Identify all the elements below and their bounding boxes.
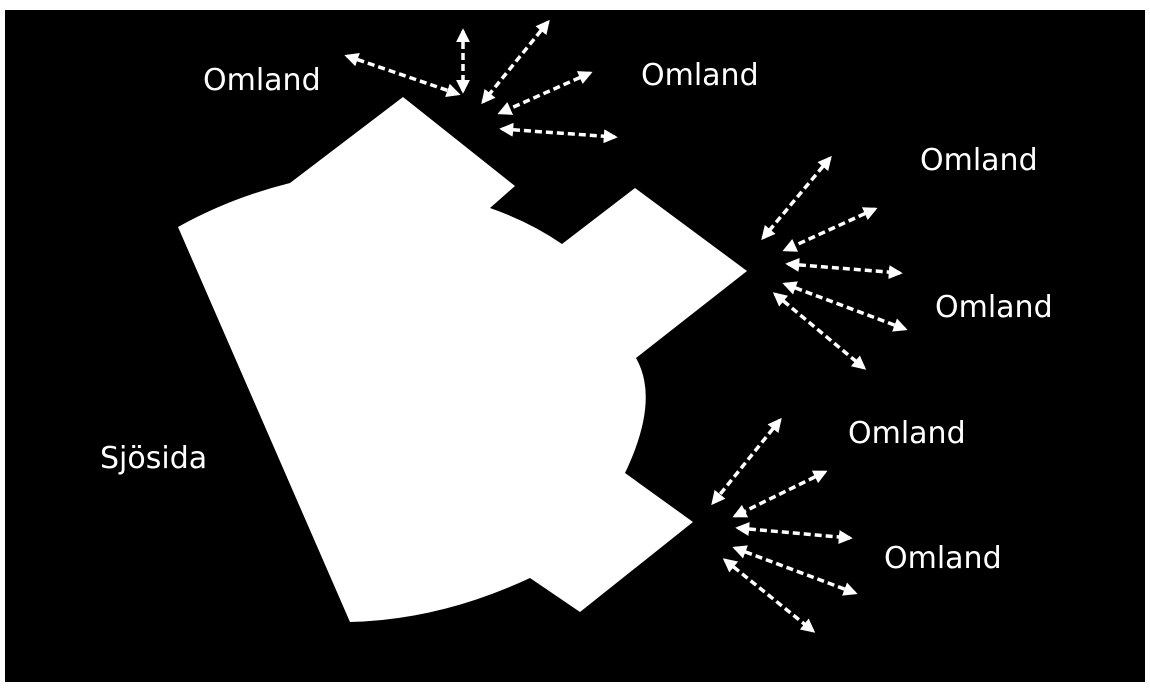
- arrow-lower-1: [711, 417, 782, 506]
- arrow-right-3: [785, 257, 903, 280]
- arrow-lower-2: [732, 470, 828, 518]
- arrow-top-3: [481, 19, 550, 105]
- label-omland-right-upper: Omland: [920, 143, 1038, 178]
- arrow-right-5: [772, 292, 867, 370]
- port-area-shape: [178, 97, 747, 622]
- arrow-group: [344, 19, 908, 633]
- arrow-top-1: [344, 53, 461, 97]
- arrow-top-4: [497, 71, 593, 115]
- arrow-right-2: [782, 207, 878, 252]
- label-omland-top-right: Omland: [641, 58, 759, 93]
- arrow-lower-5: [722, 558, 816, 633]
- arrow-top-5: [499, 122, 618, 144]
- arrow-right-1: [761, 155, 832, 241]
- label-omland-lower-upper: Omland: [848, 416, 966, 451]
- label-sjosida: Sjösida: [100, 441, 207, 476]
- label-omland-top-left: Omland: [203, 63, 321, 98]
- label-omland-lower-bottom: Omland: [884, 541, 1002, 576]
- label-omland-right-middle: Omland: [935, 290, 1053, 325]
- arrow-lower-3: [735, 522, 853, 544]
